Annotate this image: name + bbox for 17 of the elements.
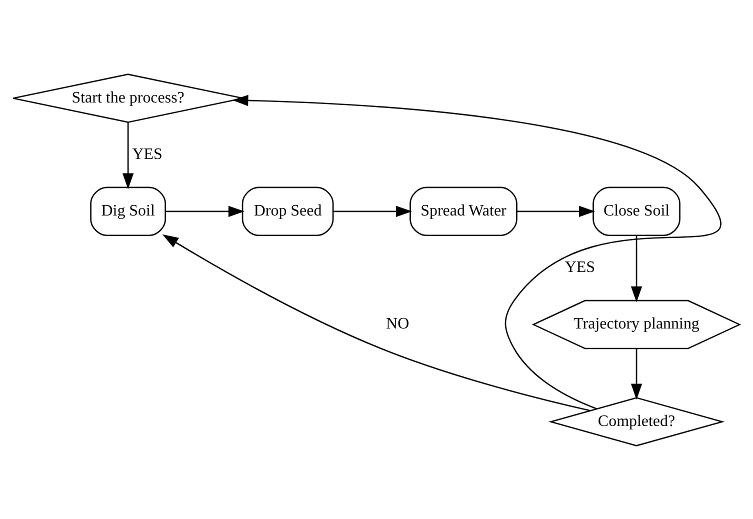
edge-label: YES xyxy=(132,145,162,162)
node-box: Dig Soil xyxy=(90,186,166,236)
arrow xyxy=(162,234,590,411)
node-diamond: Start the process? xyxy=(12,73,244,122)
arrow xyxy=(122,122,134,189)
node-diamond: Completed? xyxy=(548,396,725,446)
node-box: Spread Water xyxy=(410,186,518,236)
arrow xyxy=(516,205,596,217)
arrow xyxy=(630,235,642,302)
node-box: Close Soil xyxy=(592,186,680,236)
arrow xyxy=(333,205,412,217)
arrow xyxy=(166,205,244,217)
arrow xyxy=(232,94,721,409)
arrow xyxy=(630,348,642,400)
node-box: Drop Seed xyxy=(242,186,334,236)
edge-label: YES xyxy=(564,258,596,276)
edge-label: NO xyxy=(386,315,410,332)
